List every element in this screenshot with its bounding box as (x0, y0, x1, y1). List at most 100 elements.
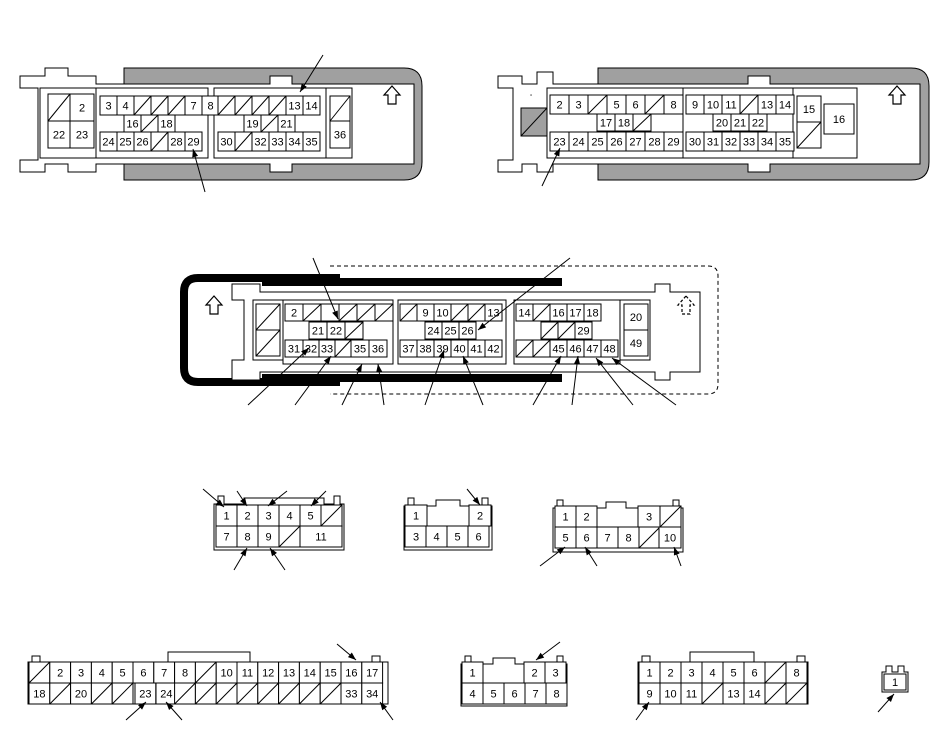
terminal-cell: 35 (350, 339, 370, 358)
terminal-number: 16 (126, 119, 138, 131)
terminal-cell: 16 (549, 303, 568, 322)
terminal-cell: 25 (116, 131, 135, 152)
terminal-cell: 11 (721, 94, 741, 115)
terminal-cell-box (299, 525, 343, 548)
terminal-number: 15 (803, 104, 815, 116)
terminal-cell: 6 (743, 661, 766, 684)
terminal-cell (302, 303, 322, 322)
terminal-cell (133, 95, 152, 116)
terminal-cell: 1 (404, 504, 428, 527)
terminal-cell: 23 (69, 120, 95, 149)
terminal-cell: 5 (446, 525, 469, 548)
terminal-number: 38 (419, 344, 431, 356)
terminal-cell: 24 (155, 682, 178, 705)
terminal-cell (217, 95, 236, 116)
terminal-cell: 14 (302, 95, 321, 116)
terminal-cell: 18 (157, 114, 176, 133)
terminal-cell: 35 (775, 131, 795, 152)
terminal-cell: 20 (623, 303, 649, 331)
terminal-cell (268, 95, 287, 116)
terminal-cell: 16 (340, 661, 363, 684)
terminal-number: 6 (140, 668, 146, 680)
terminal-number: 8 (244, 532, 250, 544)
terminal-number: 7 (223, 532, 229, 544)
terminal-cell: 5 (299, 504, 322, 527)
terminal-cell-box (775, 94, 795, 115)
terminal-cell: 10 (658, 526, 682, 549)
leader-arrowhead (166, 702, 174, 710)
terminal-number: 32 (305, 344, 317, 356)
terminal-cell: 2 (549, 94, 570, 115)
terminal-cell: 32 (721, 131, 741, 152)
terminal-cell-diagonal (319, 682, 342, 705)
terminal-cell: 3 (404, 525, 428, 548)
terminal-number: 48 (603, 344, 615, 356)
terminal-cell: 6 (503, 682, 526, 705)
terminal-cell: 14 (515, 303, 534, 322)
terminal-cell: 3 (257, 504, 280, 527)
terminal-number: 33 (321, 344, 333, 356)
terminal-number: 33 (345, 689, 357, 701)
terminal-number: 9 (422, 308, 428, 320)
terminal-cell-diagonal (299, 682, 321, 705)
terminal-cell: 8 (174, 661, 196, 684)
terminal-cell: 33 (340, 682, 363, 705)
terminal-number: 8 (553, 689, 559, 701)
terminal-number: 11 (686, 689, 697, 701)
terminal-cell-box (663, 131, 684, 152)
leader-arrowhead (478, 322, 487, 330)
terminal-number: 3 (413, 532, 419, 544)
terminal-number: 2 (477, 511, 483, 523)
terminal-cell-diagonal (540, 321, 559, 340)
terminal-cell (260, 114, 279, 133)
terminal-cell: 2 (575, 505, 598, 528)
terminal-cell: 6 (575, 526, 598, 549)
terminal-number: 1 (562, 512, 568, 524)
terminal-cell: 3 (637, 505, 661, 528)
terminal-number: 2 (556, 100, 562, 112)
terminal-cell-box (583, 303, 602, 322)
terminal-number: 2 (531, 668, 537, 680)
terminal-cell (632, 113, 652, 132)
terminal-cell-diagonal (195, 661, 217, 684)
terminal-cell (111, 682, 134, 705)
leader-arrowhead (673, 547, 680, 556)
terminal-cell: 5 (606, 94, 627, 115)
terminal-cell: 16 (123, 114, 142, 133)
leader-arrowhead (192, 149, 199, 158)
terminal-number: 28 (170, 137, 182, 149)
terminal-cell: 7 (596, 526, 619, 549)
terminal-cell-diagonal (195, 682, 217, 705)
terminal-cell: 4 (90, 661, 113, 684)
leader-line (477, 257, 571, 331)
terminal-cell-diagonal (278, 525, 301, 548)
terminal-number: 4 (122, 101, 128, 113)
terminal-cell: 3 (680, 661, 703, 684)
terminal-number: 10 (436, 308, 448, 320)
terminal-number: 33 (743, 137, 755, 149)
terminal-cell: 26 (133, 131, 152, 152)
terminal-number: 31 (288, 344, 300, 356)
terminal-number: 28 (648, 137, 660, 149)
leader-arrowhead (300, 83, 307, 92)
terminal-cell: 35 (302, 131, 321, 152)
terminal-cell-diagonal (701, 682, 724, 705)
terminal-cell-diagonal (268, 95, 287, 116)
terminal-cell-diagonal (515, 339, 534, 358)
terminal-cell-diagonal (532, 339, 551, 358)
terminal-cell (90, 682, 113, 705)
terminal-cell: 34 (757, 131, 777, 152)
terminal-number: 5 (730, 668, 736, 680)
terminal-cell-diagonal (255, 329, 281, 357)
terminal-cell: 16 (823, 103, 855, 135)
leader-arrowhead (240, 548, 247, 557)
terminal-number: 23 (139, 689, 151, 701)
terminal-number: 2 (79, 103, 85, 115)
leader-arrowhead (641, 702, 649, 711)
terminal-cell-diagonal (764, 661, 787, 684)
terminal-cell (701, 682, 724, 705)
terminal-number: 31 (707, 137, 719, 149)
terminal-cell: 7 (153, 661, 176, 684)
terminal-cell (344, 321, 364, 340)
terminal-number: 35 (354, 344, 366, 356)
